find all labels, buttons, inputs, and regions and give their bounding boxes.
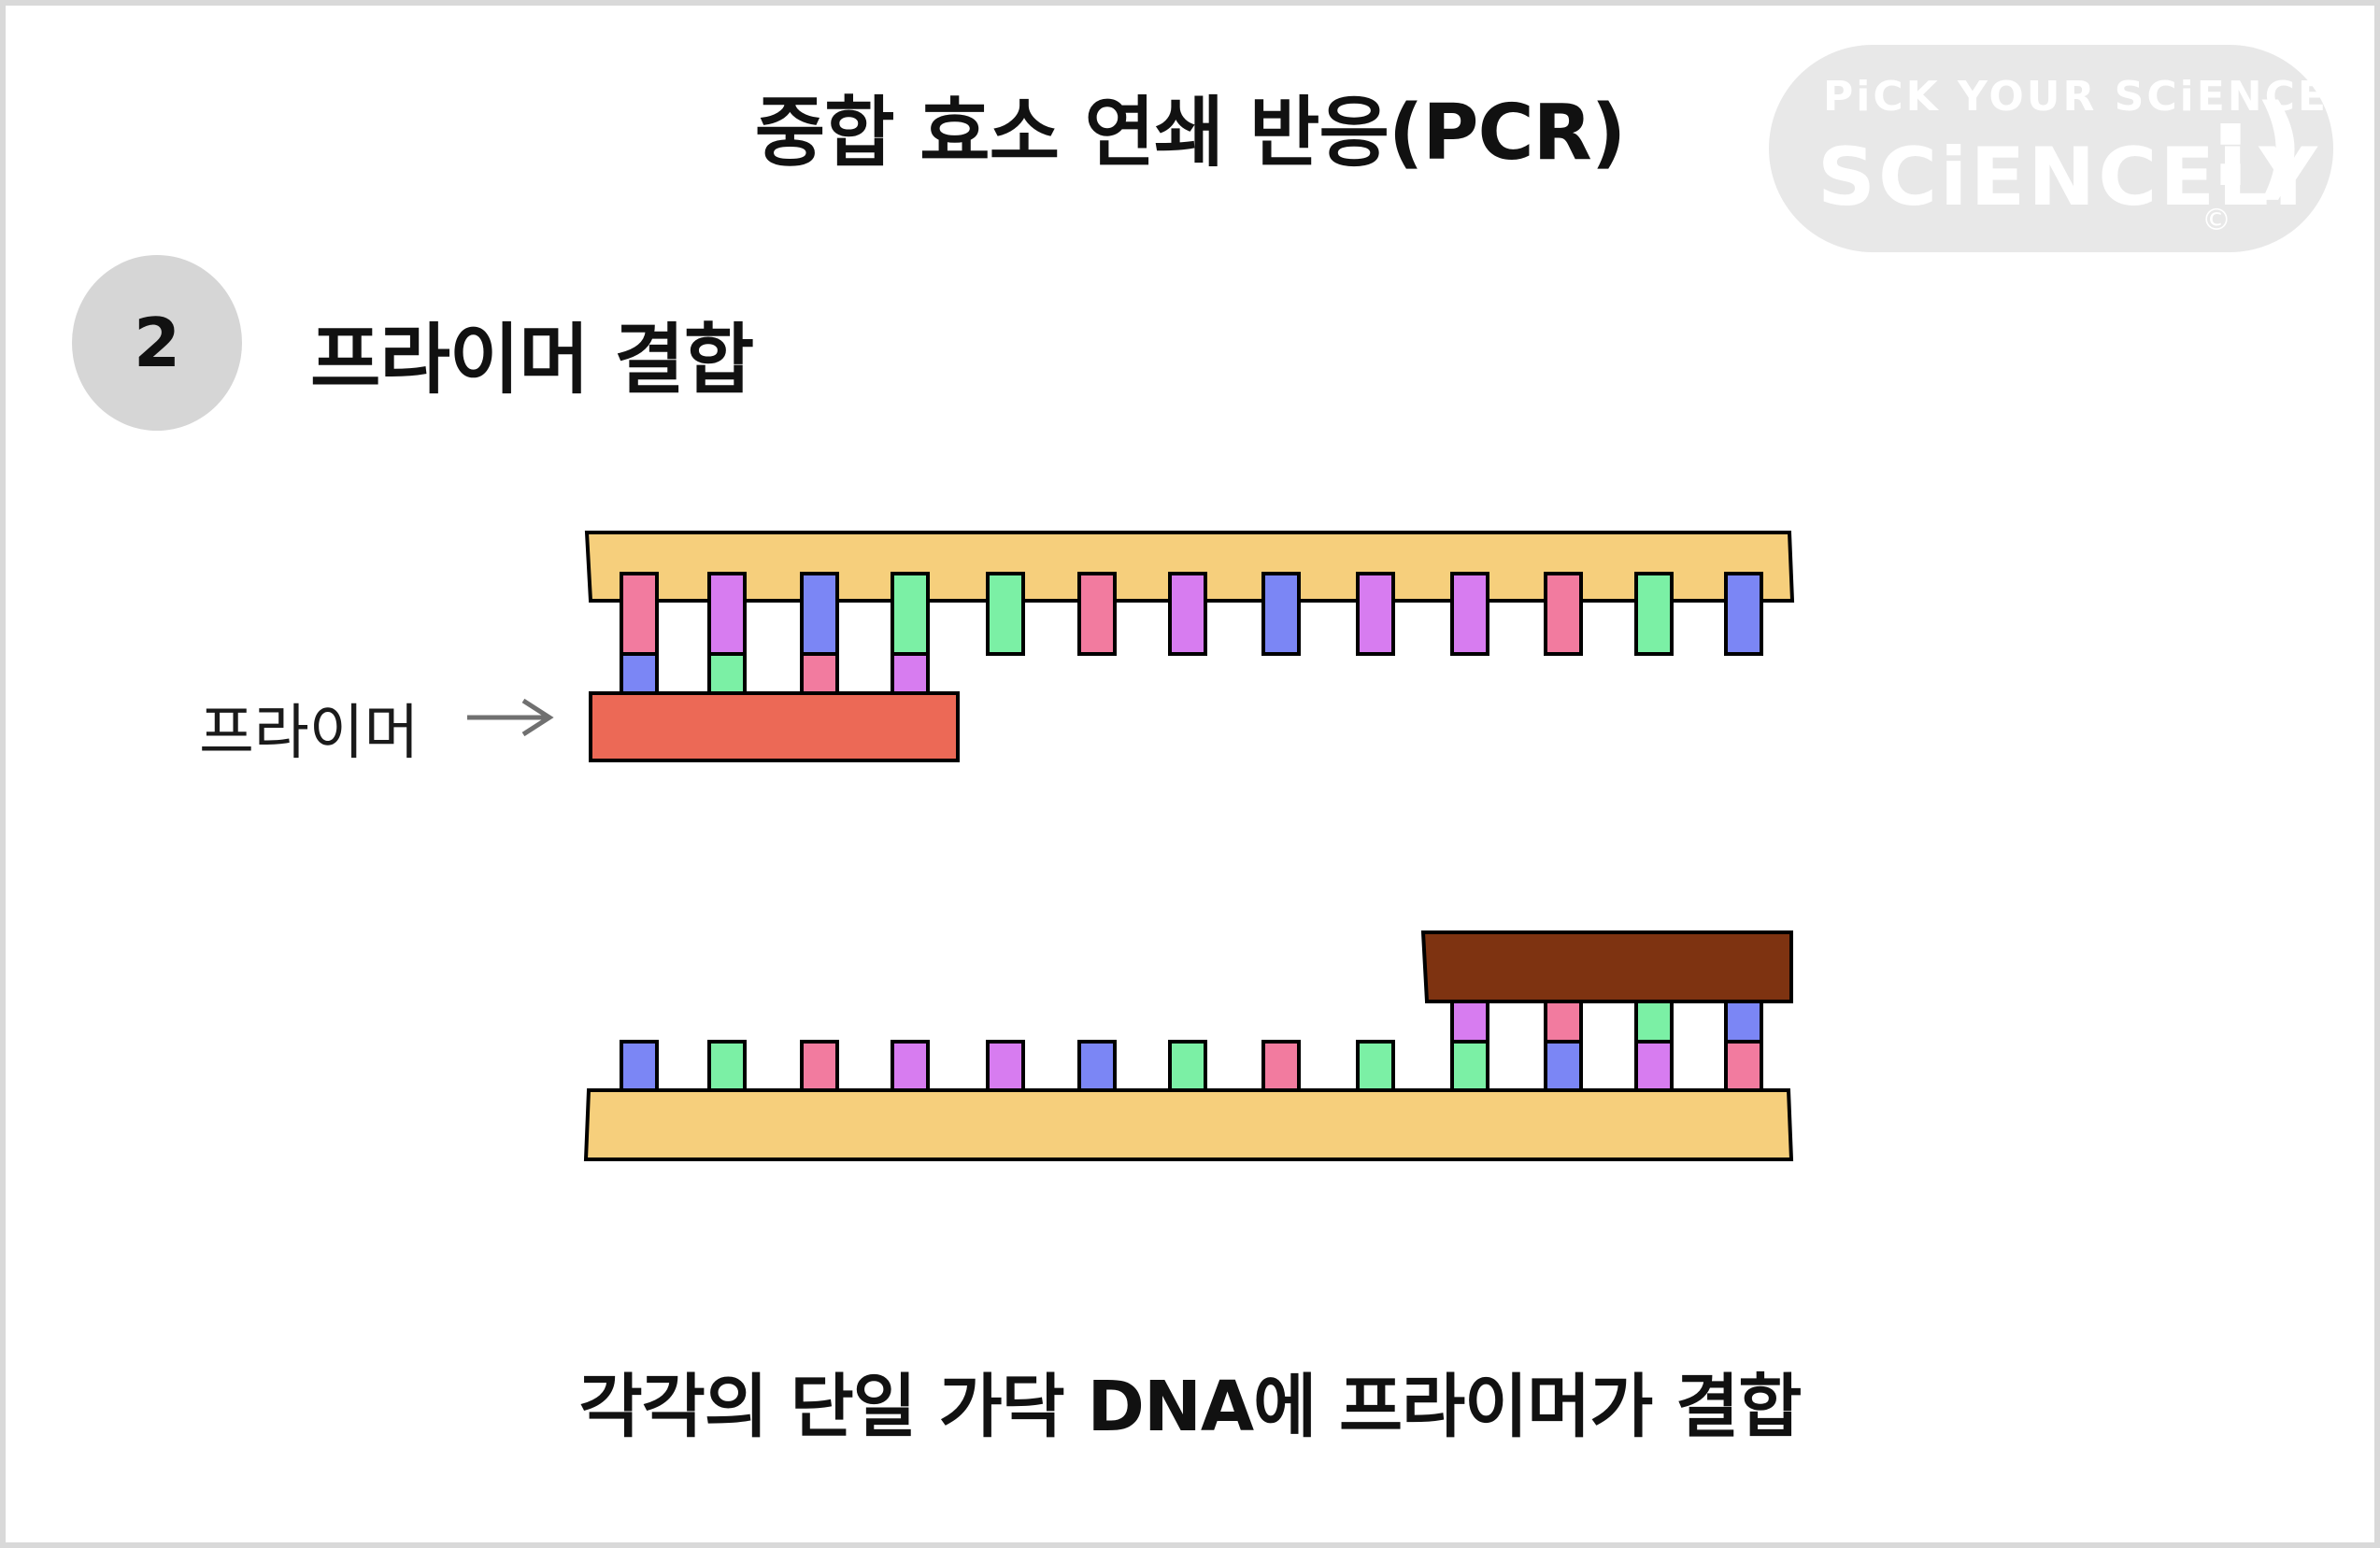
primer-label: 프라이머 xyxy=(199,699,420,768)
top-template-base-8-blue xyxy=(1261,572,1301,656)
top-template-base-7-purple xyxy=(1168,572,1207,656)
logo-smiley: :) xyxy=(2208,82,2304,212)
top-template-base-2-purple xyxy=(707,572,747,656)
logo-copyright: © xyxy=(2202,202,2231,237)
bottom-primer-strand xyxy=(1420,930,1793,1003)
top-template-base-9-purple xyxy=(1356,572,1395,656)
top-template-bases xyxy=(620,572,1763,656)
top-primer-strand xyxy=(589,691,960,762)
top-template-base-4-green xyxy=(891,572,930,656)
top-template-base-3-blue xyxy=(800,572,839,656)
top-template-base-1-pink xyxy=(620,572,659,656)
top-template-base-5-green xyxy=(986,572,1025,656)
top-template-base-6-pink xyxy=(1077,572,1117,656)
primer-arrow-icon xyxy=(467,698,554,737)
logo-tagline: PiCK YOUR SCiENCE xyxy=(1823,73,2329,121)
diagram-caption: 각각의 단일 가닥 DNA에 프라이머가 결합 xyxy=(578,1367,1803,1447)
bottom-template-backbone xyxy=(583,1088,1794,1161)
sciencely-logo: PiCK YOUR SCiENCE SCiENCELY :) © xyxy=(1769,45,2333,252)
top-template-base-10-purple xyxy=(1450,572,1489,656)
top-template-backbone xyxy=(584,531,1795,603)
top-template-base-12-green xyxy=(1634,572,1674,656)
top-template-base-11-pink xyxy=(1544,572,1583,656)
step-title: 프라이머 결합 xyxy=(310,316,754,405)
page-title: 중합 효소 연쇄 반응(PCR) xyxy=(754,89,1627,178)
step-number-badge: 2 xyxy=(72,255,242,431)
top-template-base-13-blue xyxy=(1724,572,1763,656)
logo-name: SCiENCELY xyxy=(1817,131,2320,224)
